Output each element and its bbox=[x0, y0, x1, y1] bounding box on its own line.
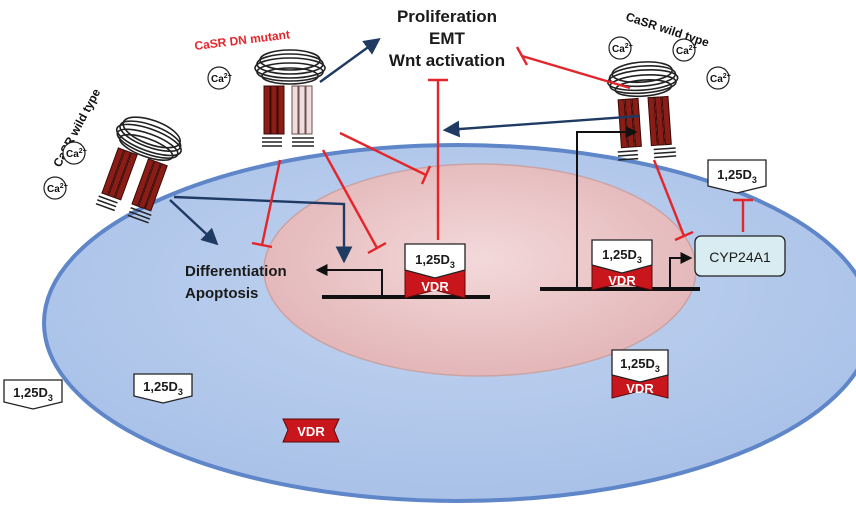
inhibition-line bbox=[652, 159, 694, 242]
svg-text:1,25D3: 1,25D3 bbox=[415, 252, 455, 270]
svg-text:VDR: VDR bbox=[626, 381, 654, 396]
casr-dn-mutant-label: CaSR DN mutant bbox=[194, 27, 291, 53]
svg-text:Ca2+: Ca2+ bbox=[710, 73, 731, 85]
casr-dn-mutant-receptor bbox=[254, 49, 326, 147]
vdr-unliganded: VDR bbox=[282, 418, 340, 443]
svg-text:VDR: VDR bbox=[421, 279, 449, 294]
apoptosis-label: Apoptosis bbox=[185, 285, 258, 302]
free-ligand-extracellular: 1,25D3 bbox=[3, 379, 63, 410]
svg-text:VDR: VDR bbox=[608, 273, 636, 288]
inhibition-line bbox=[339, 131, 432, 185]
svg-text:1,25D3: 1,25D3 bbox=[13, 385, 53, 403]
differentiation-label: Differentiation bbox=[185, 263, 287, 280]
svg-text:Ca2+: Ca2+ bbox=[47, 183, 68, 195]
calcium-ion: Ca2+ bbox=[62, 141, 87, 165]
calcium-ion: Ca2+ bbox=[672, 38, 697, 62]
activation-arrow bbox=[169, 199, 219, 246]
free-ligand-cytoplasm: 1,25D3 bbox=[133, 373, 193, 404]
calcium-ion: Ca2+ bbox=[207, 66, 232, 90]
calcium-ion: Ca2+ bbox=[706, 66, 731, 90]
free-ligand-top-right: 1,25D3 bbox=[707, 159, 767, 194]
wnt-activation-label: Wnt activation bbox=[389, 51, 505, 70]
proliferation-label: Proliferation bbox=[397, 7, 497, 26]
casr-wild-type-label-right: CaSR wild type bbox=[624, 10, 711, 50]
inhibition-line bbox=[733, 198, 753, 232]
vdr-complex-cytoplasm: 1,25D3 VDR bbox=[611, 349, 669, 399]
casr-wild-type-right-receptor bbox=[607, 61, 679, 161]
calcium-ion: Ca2+ bbox=[43, 176, 68, 200]
svg-text:CYP24A1: CYP24A1 bbox=[709, 249, 771, 265]
svg-text:Ca2+: Ca2+ bbox=[676, 45, 697, 57]
calcium-ion: Ca2+ bbox=[608, 36, 633, 60]
activation-arrow bbox=[319, 38, 381, 83]
vdr-complex-nuclear-left: 1,25D3 VDR bbox=[404, 243, 466, 299]
svg-text:Ca2+: Ca2+ bbox=[66, 148, 87, 160]
transcription-arrow bbox=[315, 264, 383, 297]
svg-text:1,25D3: 1,25D3 bbox=[143, 379, 183, 397]
inhibition-line bbox=[321, 149, 387, 255]
transcription-arrow bbox=[669, 252, 693, 289]
svg-text:Ca2+: Ca2+ bbox=[211, 73, 232, 85]
cyp24a1-box: CYP24A1 bbox=[694, 235, 786, 277]
activation-arrow bbox=[173, 195, 353, 264]
inhibition-line bbox=[428, 78, 448, 240]
casr-wild-type-left-receptor bbox=[95, 116, 182, 224]
inhibition-line bbox=[251, 159, 282, 249]
transcription-arrow bbox=[576, 126, 638, 289]
svg-text:1,25D3: 1,25D3 bbox=[602, 247, 642, 265]
vdr-complex-nuclear-right: 1,25D3 VDR bbox=[591, 239, 653, 291]
svg-text:Ca2+: Ca2+ bbox=[612, 43, 633, 55]
svg-text:VDR: VDR bbox=[297, 424, 325, 439]
svg-text:1,25D3: 1,25D3 bbox=[620, 356, 660, 374]
activation-arrow bbox=[442, 114, 641, 138]
svg-text:1,25D3: 1,25D3 bbox=[717, 167, 757, 185]
inhibition-line bbox=[515, 46, 631, 90]
emt-label: EMT bbox=[429, 29, 466, 48]
